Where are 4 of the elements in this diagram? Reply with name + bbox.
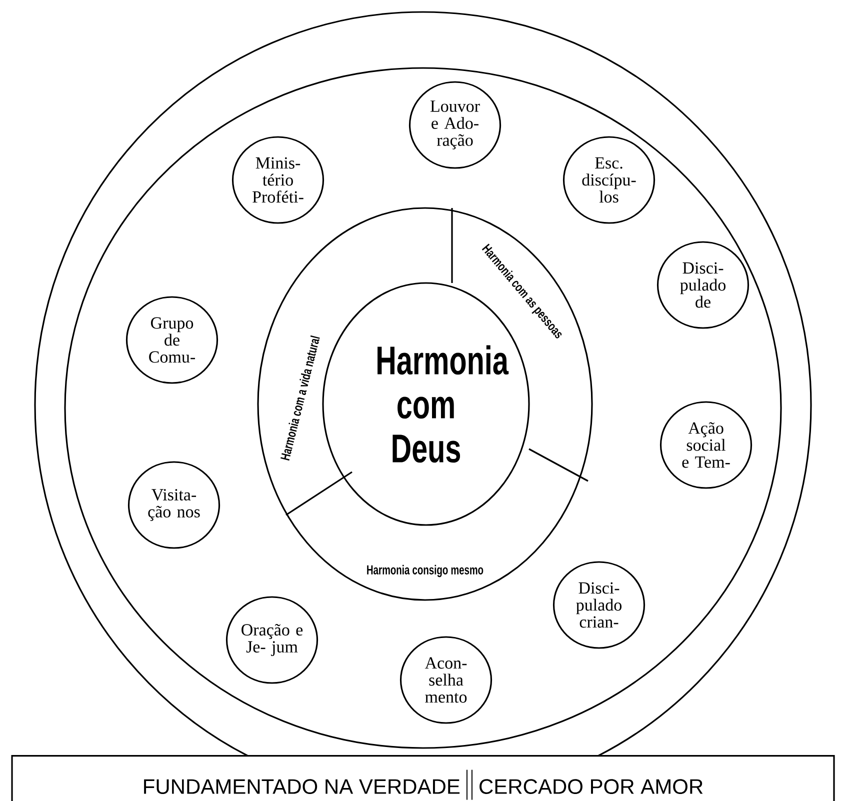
foundation-box: FUNDAMENTADO NA VERDADE CERCADO POR AMOR (11, 755, 835, 801)
segment-label: Harmonia com a vida natural (280, 335, 320, 461)
outer-ring (34, 11, 812, 755)
segment-label: Harmonia consigo mesmo (367, 564, 484, 578)
